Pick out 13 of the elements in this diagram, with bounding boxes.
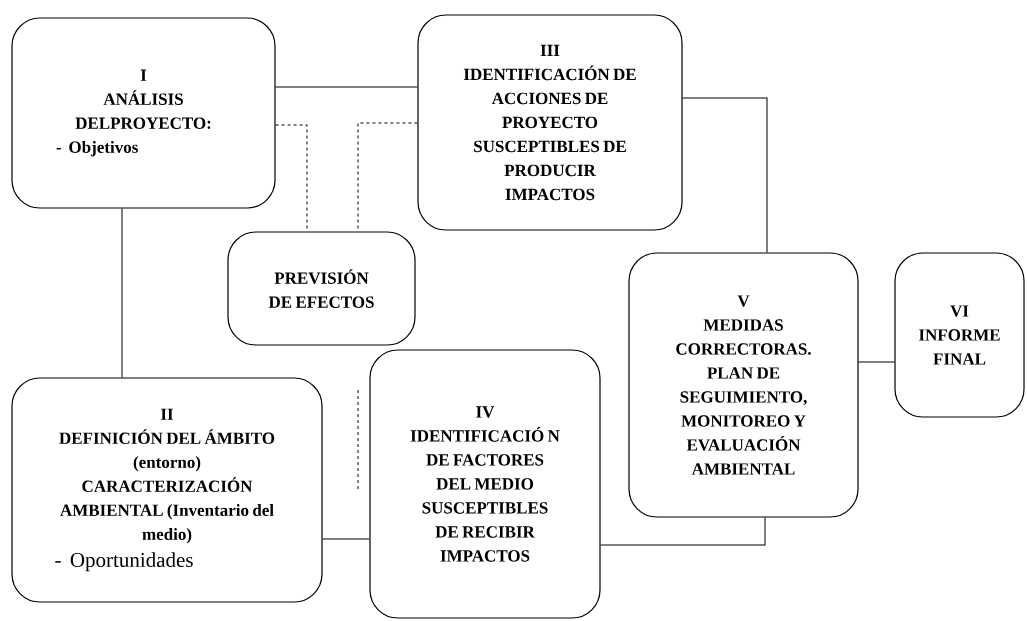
connector [858, 361, 895, 363]
connector [275, 86, 418, 88]
step-box: V MEDIDAS CORRECTORAS. PLAN DE SEGUIMIENTO, MONITOREO Y EVALUACIÓN AMBIENTAL [628, 252, 859, 518]
connector [121, 208, 123, 378]
step-box: II DEFINICIÓN DEL ÁMBITO (entorno) CARACTERIZACIÓN AMBIENTAL (Inventario del medio) - Oportunidades [11, 377, 323, 603]
step-box: VI INFORME FINAL [894, 252, 1025, 418]
connector [682, 97, 768, 253]
forecast-box: PREVISIÓN DE EFECTOS [227, 231, 416, 346]
step-box: IV IDENTIFICACIÓ N DE FACTORES DEL MEDIO SUSCEPTIBLES DE RECIBIR IMPACTOS [369, 349, 601, 619]
step-box: I ANÁLISIS DELPROYECTO: - Objetivos [11, 17, 276, 209]
connector [322, 538, 370, 540]
connector [600, 517, 766, 546]
step-box: III IDENTIFICACIÓN DE ACCIONES DE PROYECTO SUSCEPTIBLES DE PRODUCIR IMPACTOS [417, 14, 683, 231]
